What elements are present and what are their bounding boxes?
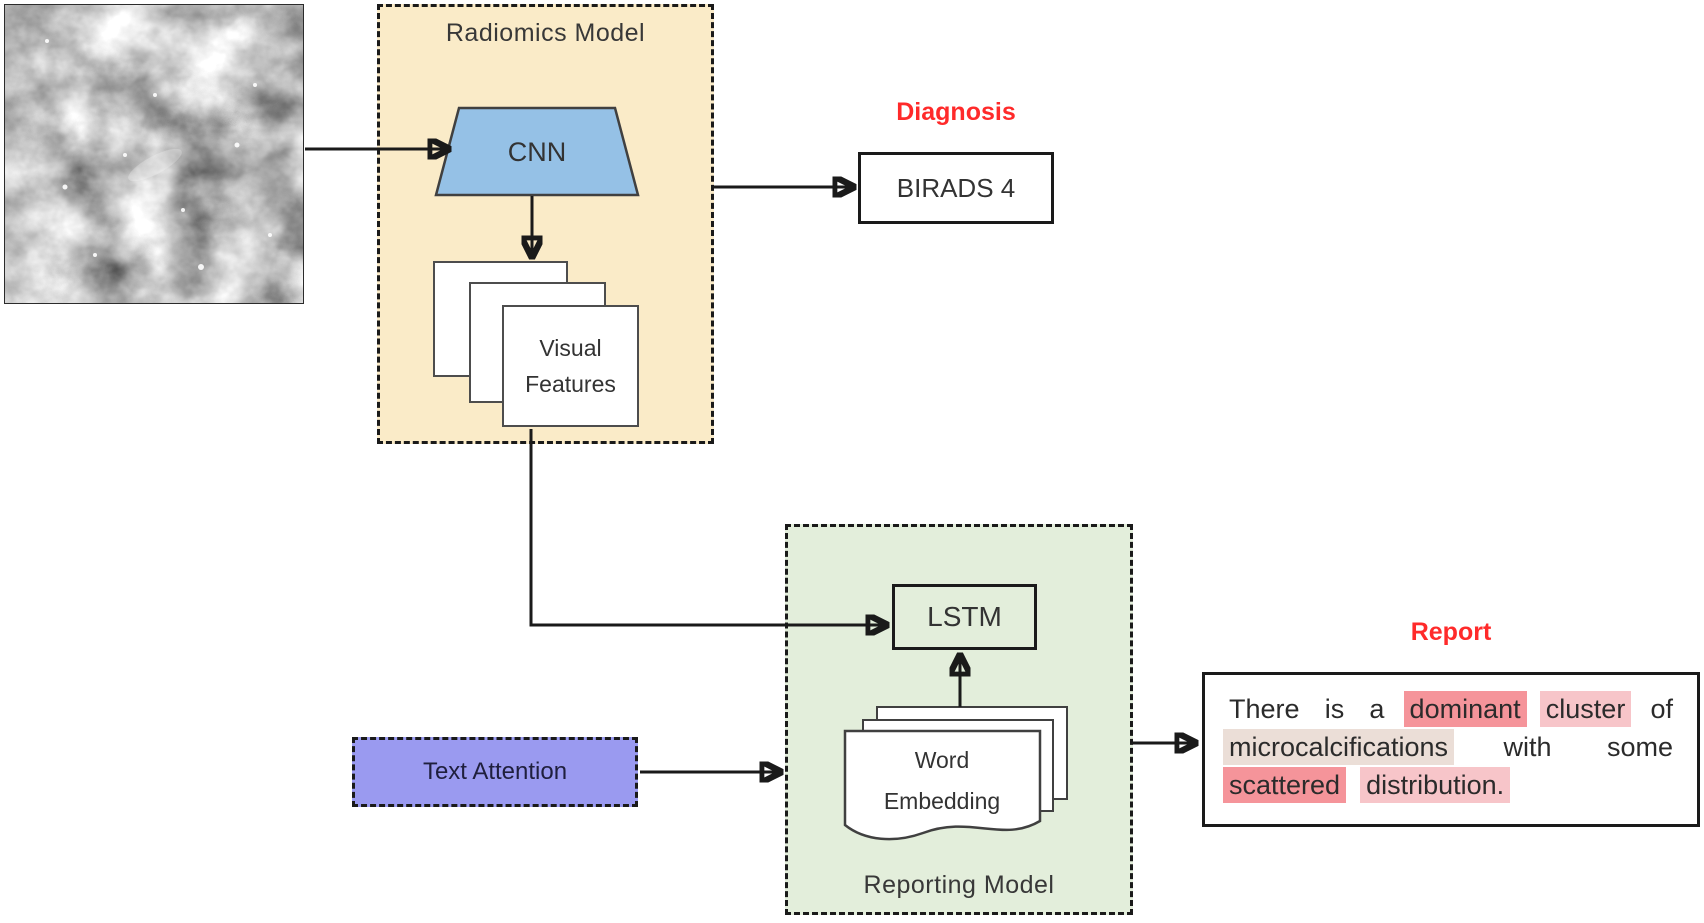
diagnosis-label: Diagnosis — [896, 98, 1016, 126]
word-embedding-label-line2: Embedding — [884, 788, 1000, 814]
word-embedding-doc-shape — [843, 729, 1042, 841]
report-label: Report — [1410, 618, 1492, 646]
report-word: some — [1606, 732, 1673, 762]
text-attention-box: Text Attention — [352, 737, 638, 807]
report-line: microcalcifications with some — [1223, 728, 1673, 766]
report-word-highlighted: cluster — [1539, 691, 1632, 727]
text-attention-label: Text Attention — [422, 758, 568, 785]
report-word: of — [1650, 694, 1673, 724]
diagnosis-value-box: BIRADS 4 — [858, 152, 1054, 224]
visual-features-page-front: Visual Features — [502, 305, 639, 427]
cnn-trapezoid: CNN — [434, 106, 640, 197]
cnn-label: CNN — [508, 137, 567, 167]
diagnosis-value: BIRADS 4 — [896, 172, 1016, 203]
word-embedding-label-line1: Word — [915, 747, 970, 773]
report-word: There — [1229, 694, 1300, 724]
report-word-highlighted: distribution. — [1360, 767, 1511, 803]
report-word-highlighted: microcalcifications — [1223, 729, 1455, 765]
microcalcification-dots — [45, 39, 272, 270]
report-word-highlighted: dominant — [1403, 691, 1527, 727]
lstm-label: LSTM — [927, 601, 1002, 632]
report-word: is — [1324, 694, 1345, 724]
report-word: a — [1369, 694, 1385, 724]
mammogram-image — [4, 4, 304, 304]
reporting-model-label: Reporting Model — [863, 871, 1055, 899]
mammogram-texture — [5, 5, 303, 303]
radiomics-model-label: Radiomics Model — [445, 19, 646, 47]
cnn-shape — [434, 106, 640, 197]
report-word-highlighted: scattered — [1223, 767, 1347, 803]
report-line: scattered distribution. — [1223, 766, 1673, 804]
word-embedding-page-front: Word Embedding — [843, 729, 1042, 841]
visual-features-label-line2: Features — [525, 371, 616, 397]
lstm-box: LSTM — [892, 584, 1037, 650]
report-word: with — [1503, 732, 1552, 762]
visual-features-label-line1: Visual — [539, 335, 602, 361]
